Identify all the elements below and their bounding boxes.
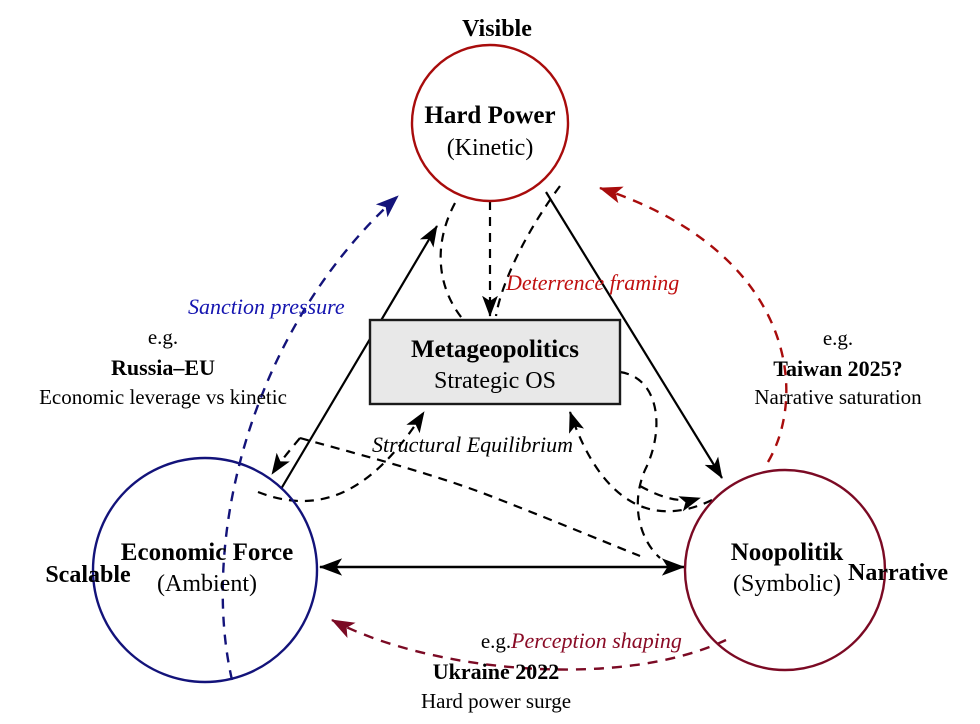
- node-label-hard-power: Hard Power (Kinetic): [424, 102, 555, 161]
- node-subtitle-economic-force: (Ambient): [157, 571, 257, 597]
- edge-label-perception-shaping: Perception shaping: [510, 628, 682, 653]
- example-desc-russia-eu: Economic leverage vs kinetic: [39, 385, 287, 409]
- node-circle-economic-force[interactable]: [91, 456, 319, 684]
- node-title-economic-force: Economic Force: [121, 539, 293, 566]
- example-russia-eu: e.g. Russia–EU Economic leverage vs kine…: [39, 325, 287, 409]
- center-box-subtitle: Strategic OS: [434, 368, 556, 394]
- arc-deterrence-framing: [599, 186, 788, 463]
- arc-sanction-pressure: [221, 195, 399, 681]
- center-box[interactable]: Metageopolitics Strategic OS: [368, 318, 622, 406]
- edge-label-structural-equilibrium: Structural Equilibrium: [372, 432, 573, 457]
- corner-label-scalable: Scalable: [45, 562, 131, 588]
- arc-perception-shaping: [331, 618, 727, 671]
- example-desc-taiwan-2025: Narrative saturation: [754, 385, 922, 409]
- edge-hardpower-to-noopolitik: [545, 191, 723, 479]
- node-subtitle-hard-power: (Kinetic): [447, 135, 534, 161]
- edge-economic-to-hardpower: [280, 225, 438, 490]
- corner-label-visible: Visible: [462, 16, 532, 42]
- edge-hardpower-secondary-to-box: [494, 185, 561, 317]
- edge-dashed-to-noopolitik-circle: [639, 485, 701, 512]
- node-title-hard-power: Hard Power: [424, 102, 555, 129]
- node-circle-hard-power[interactable]: [410, 43, 570, 203]
- edge-structural-equilibrium-baseline: [299, 436, 641, 558]
- example-ukraine-2022: e.g. Ukraine 2022 Hard power surge: [421, 629, 571, 713]
- center-box-edges: [257, 185, 713, 559]
- center-box-rect[interactable]: [368, 318, 622, 406]
- center-box-title: Metageopolitics: [411, 336, 579, 363]
- example-taiwan-2025: e.g. Taiwan 2025? Narrative saturation: [754, 326, 922, 409]
- example-prefix-taiwan-2025: e.g.: [823, 326, 853, 350]
- node-label-economic-force: Economic Force (Ambient): [121, 539, 293, 597]
- edge-label-sanction-pressure: Sanction pressure: [188, 294, 345, 319]
- triangle-edges: [280, 191, 723, 576]
- example-desc-ukraine-2022: Hard power surge: [421, 689, 571, 713]
- example-arcs: [221, 186, 788, 681]
- node-circle-noopolitik[interactable]: [683, 468, 887, 672]
- edge-box-loop-upper-left: [439, 202, 468, 325]
- node-label-noopolitik: Noopolitik (Symbolic): [731, 539, 844, 597]
- example-name-taiwan-2025: Taiwan 2025?: [773, 356, 902, 381]
- example-name-ukraine-2022: Ukraine 2022: [433, 659, 560, 684]
- edge-box-loop-right: [619, 370, 661, 559]
- edge-dashed-to-economic-circle: [271, 437, 301, 475]
- node-subtitle-noopolitik: (Symbolic): [733, 571, 841, 597]
- edge-label-deterrence-framing: Deterrence framing: [505, 270, 679, 295]
- example-prefix-ukraine-2022: e.g.: [481, 629, 511, 653]
- corner-label-narrative: Narrative: [848, 560, 948, 586]
- example-prefix-russia-eu: e.g.: [148, 325, 178, 349]
- edge-economic-to-box: [257, 411, 425, 503]
- example-name-russia-eu: Russia–EU: [111, 355, 215, 380]
- node-title-noopolitik: Noopolitik: [731, 539, 844, 566]
